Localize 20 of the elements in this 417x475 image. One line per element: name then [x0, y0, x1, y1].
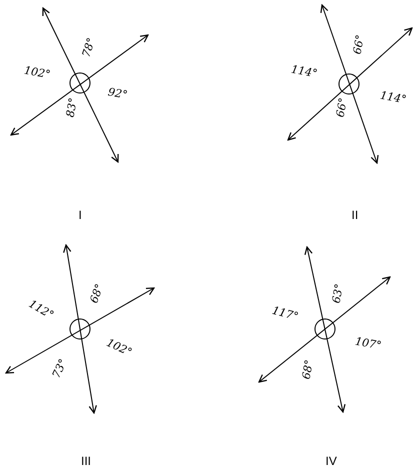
- angle-label: 107°: [354, 335, 382, 351]
- angle-label: 63°: [330, 282, 345, 304]
- figure-number: II: [352, 209, 358, 221]
- angle-label: 112°: [26, 298, 55, 320]
- angle-label: 68°: [88, 282, 106, 304]
- angle-label: 117°: [270, 304, 299, 322]
- angle-label: 73°: [50, 356, 69, 380]
- angle-label: 92°: [107, 86, 128, 100]
- angle-label: 114°: [378, 89, 407, 105]
- angle-label: 66°: [334, 96, 349, 118]
- angle-label: 78°: [80, 36, 97, 58]
- angle-label: 66°: [352, 33, 366, 55]
- figure-number: IV: [326, 455, 337, 467]
- angle-label: 102°: [22, 64, 51, 80]
- angle-label: 68°: [300, 358, 315, 380]
- angle-label: 102°: [104, 336, 134, 358]
- angle-label: 114°: [290, 63, 318, 79]
- figure-number: I: [78, 209, 82, 221]
- figure-number: III: [81, 455, 92, 467]
- angle-label: 83°: [64, 96, 79, 118]
